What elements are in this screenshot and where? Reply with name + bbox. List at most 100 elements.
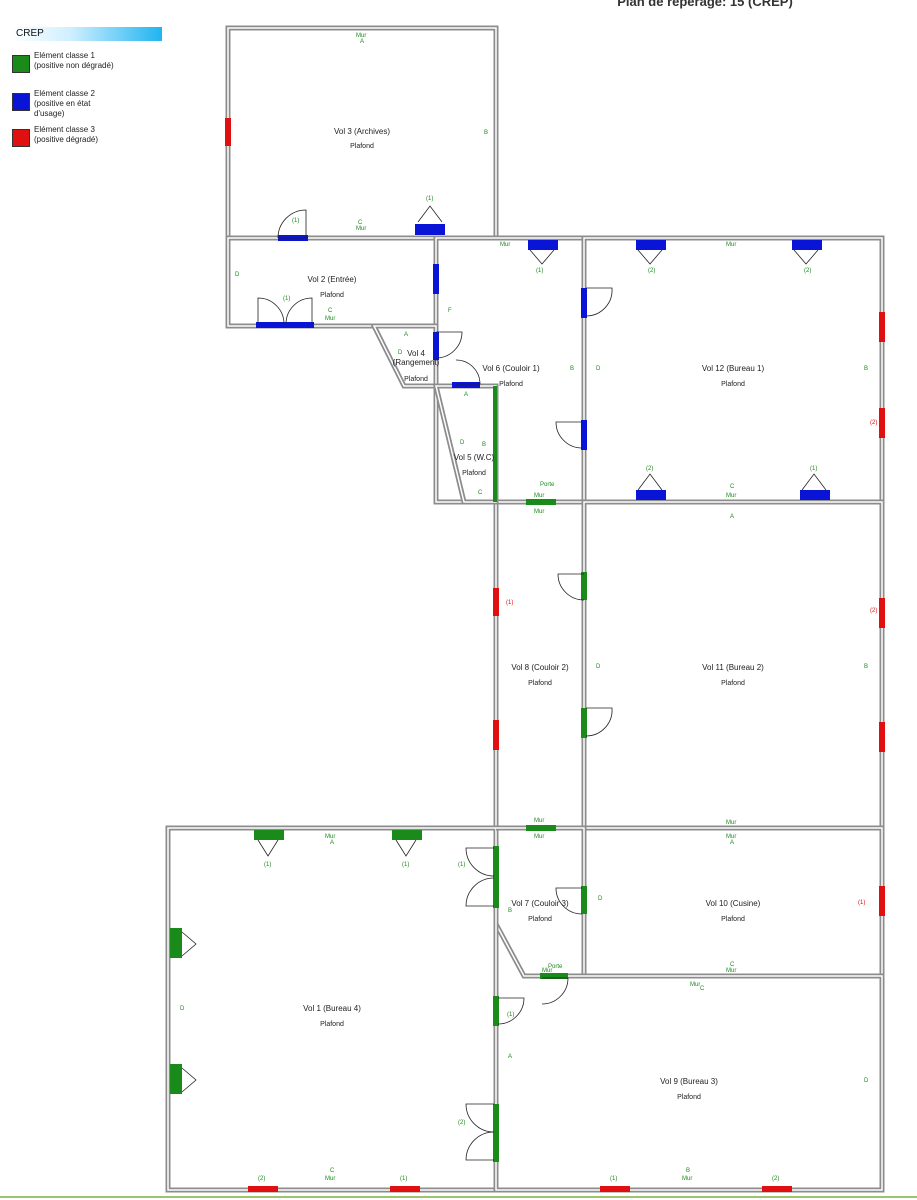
room-name-vol6: Vol 6 (Couloir 1): [482, 364, 540, 373]
class3-element: [248, 1186, 278, 1192]
room-name-vol5: Vol 5 (W.C): [454, 453, 495, 462]
wall-letter: B: [864, 366, 868, 372]
marker-mur: Mur: [534, 493, 544, 499]
class2-element: [415, 224, 445, 235]
room-name-vol8: Vol 8 (Couloir 2): [511, 663, 569, 672]
room-sub-vol12: Plafond: [721, 381, 745, 388]
class2-element: [792, 240, 822, 250]
wall-letter: B: [864, 664, 868, 670]
wall-letters: A B C D C F A D A D B C B D B C A D B A …: [180, 39, 869, 1174]
marker-num: (2): [646, 466, 653, 472]
marker-mur: Mur: [726, 242, 736, 248]
room-name-vol12: Vol 12 (Bureau 1): [702, 364, 765, 373]
legend-label: Elément classe 3 (positive dégradé): [34, 125, 99, 144]
marker-mur: Mur: [726, 834, 736, 840]
wall-letter: A: [508, 1054, 512, 1060]
room-labels: Vol 3 (Archives) Plafond Vol 2 (Entrée) …: [303, 127, 764, 1101]
class3-element: [225, 118, 231, 146]
class1-element: [526, 499, 556, 505]
marker-mur: Mur: [542, 968, 552, 974]
legend: CREP Elément classe 1 (positive non dégr…: [10, 27, 170, 163]
marker-num: (2): [804, 268, 811, 274]
class1-element: [493, 386, 497, 502]
room-name-vol11: Vol 11 (Bureau 2): [702, 663, 764, 672]
door-swing: [435, 331, 463, 359]
wall-letter: C: [358, 220, 363, 226]
class3-element: [762, 1186, 792, 1192]
class1-element: [581, 708, 587, 738]
room-name-vol3: Vol 3 (Archives): [334, 127, 390, 136]
page-bottom-rule: [0, 1196, 917, 1198]
wall-letter: A: [464, 392, 468, 398]
room-sub-vol10: Plafond: [721, 916, 745, 923]
class1-element: [392, 830, 422, 840]
marker-mur: Mur: [534, 834, 544, 840]
door-swing: [257, 839, 279, 857]
room-sub-vol11: Plafond: [721, 680, 745, 687]
wall-letter: B: [484, 130, 488, 136]
class2-element: [581, 288, 587, 318]
class3-element: [493, 588, 499, 616]
legend-label: Elément classe 1 (positive non dégradé): [34, 51, 114, 70]
room-name-vol2: Vol 2 (Entrée): [308, 275, 357, 284]
wall-letter: A: [360, 39, 364, 45]
door-swing: [465, 1103, 495, 1133]
room-sub-vol7: Plafond: [528, 916, 552, 923]
class3-element: [879, 722, 885, 752]
marker-num: (1): [402, 862, 409, 868]
door-swing: [277, 209, 307, 239]
class1-element: [493, 996, 499, 1026]
door-swing: [285, 297, 313, 325]
wall-letter: A: [730, 840, 734, 846]
class2-element: [581, 420, 587, 450]
wall-letter: D: [460, 440, 465, 446]
marker-num: (2): [258, 1176, 265, 1182]
class2-swatch: [12, 93, 30, 111]
marker-mur: Mur: [356, 33, 366, 39]
class2-element: [528, 240, 558, 250]
room-sub-vol6: Plafond: [499, 381, 523, 388]
room-sub-vol8: Plafond: [528, 680, 552, 687]
room-sub-vol5: Plafond: [462, 470, 486, 477]
wall-letter: B: [508, 908, 512, 914]
room-name-vol7: Vol 7 (Couloir 3): [511, 899, 569, 908]
room-name-vol1: Vol 1 (Bureau 4): [303, 1004, 361, 1013]
door-swing: [529, 249, 555, 265]
marker-num: (1): [506, 600, 513, 606]
door-swing: [465, 1131, 495, 1161]
room-name-vol10: Vol 10 (Cusine): [706, 899, 761, 908]
room-name-vol4: Vol 4(Rangement): [393, 349, 440, 367]
marker-mur: Mur: [325, 1176, 335, 1182]
door-swing: [801, 473, 827, 491]
class1-element: [170, 928, 182, 958]
marker-num: (2): [458, 1120, 465, 1126]
class3-element: [879, 408, 885, 438]
class3-element: [879, 312, 885, 342]
marker-mur: Mur: [534, 509, 544, 515]
wall-letter: B: [686, 1168, 690, 1174]
class1-element: [581, 572, 587, 600]
wall-letter: B: [570, 366, 574, 372]
class1-element: [493, 1104, 499, 1162]
door-swing: [541, 977, 569, 1005]
marker-num: (1): [858, 900, 865, 906]
walls: [165, 25, 885, 1193]
wall-letter: D: [596, 366, 601, 372]
class2-element: [800, 490, 830, 500]
door-swing: [465, 847, 495, 877]
marker-num: (1): [292, 218, 299, 224]
door-swing: [555, 421, 583, 449]
class2-element: [433, 332, 439, 360]
legend-heading: CREP: [10, 27, 162, 41]
class2-element: [256, 322, 314, 328]
wall-letter: D: [398, 350, 403, 356]
door-swing: [555, 887, 583, 915]
legend-item-class3: Elément classe 3 (positive dégradé): [10, 125, 170, 163]
page-title: Plan de repérage: 15 (CREP): [617, 0, 793, 9]
marker-num: (1): [283, 296, 290, 302]
wall-letter: F: [448, 308, 452, 314]
marker-num: (1): [264, 862, 271, 868]
wall-letter: C: [700, 986, 705, 992]
room-name-vol9: Vol 9 (Bureau 3): [660, 1077, 718, 1086]
